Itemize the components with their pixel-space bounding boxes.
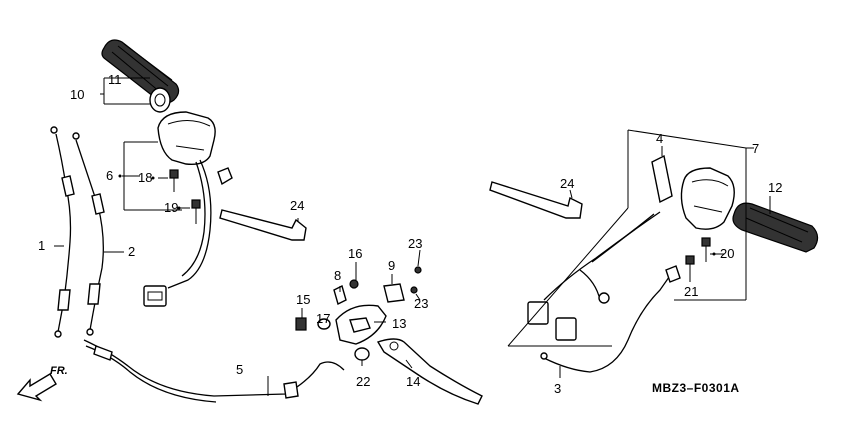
throttle-cable-1 [50, 126, 75, 338]
callout-6: 6 [106, 168, 113, 183]
choke-cable-3 [540, 265, 681, 373]
callout-2: 2 [128, 244, 135, 259]
callout-23b: 23 [414, 296, 428, 311]
callout-19: 19 [164, 200, 178, 215]
wire-band-24-left [219, 209, 307, 241]
callout-15: 15 [296, 292, 310, 307]
callout-1: 1 [38, 238, 45, 253]
callout-9: 9 [388, 258, 395, 273]
direction-label: FR. [50, 365, 68, 377]
callout-21: 21 [684, 284, 698, 299]
screw-19 [180, 199, 201, 224]
callout-7: 7 [752, 141, 759, 156]
callout-8: 8 [334, 268, 341, 283]
left-grip-12 [732, 202, 819, 253]
wire-band-24-right [489, 181, 583, 219]
callout-12: 12 [768, 180, 782, 195]
callout-16: 16 [348, 246, 362, 261]
callout-14: 14 [406, 374, 420, 389]
clutch-lever-14 [376, 338, 483, 405]
callout-13: 13 [392, 316, 406, 331]
left-switch-housing [527, 154, 735, 341]
callout-3: 3 [554, 381, 561, 396]
callout-20: 20 [720, 246, 734, 261]
callout-10: 10 [70, 87, 84, 102]
callout-4: 4 [656, 131, 663, 146]
screw-20 [701, 237, 711, 262]
clutch-cable-5 [83, 339, 345, 403]
clutch-lever-bracket [295, 266, 422, 361]
callout-dots [118, 174, 716, 256]
throttle-grip [101, 39, 180, 113]
right-switch-housing [143, 111, 233, 307]
front-direction-arrow: FR. [16, 365, 68, 402]
callout-17: 17 [316, 311, 330, 326]
diagram-code: MBZ3–F0301A [652, 381, 740, 395]
screw-18 [158, 169, 179, 192]
callout-24b: 24 [560, 176, 574, 191]
callout-5: 5 [236, 362, 243, 377]
callout-18: 18 [138, 170, 152, 185]
callout-11: 11 [108, 72, 122, 87]
callout-24a: 24 [290, 198, 304, 213]
callout-22: 22 [356, 374, 370, 389]
throttle-cable-2 [72, 132, 105, 336]
callout-23a: 23 [408, 236, 422, 251]
